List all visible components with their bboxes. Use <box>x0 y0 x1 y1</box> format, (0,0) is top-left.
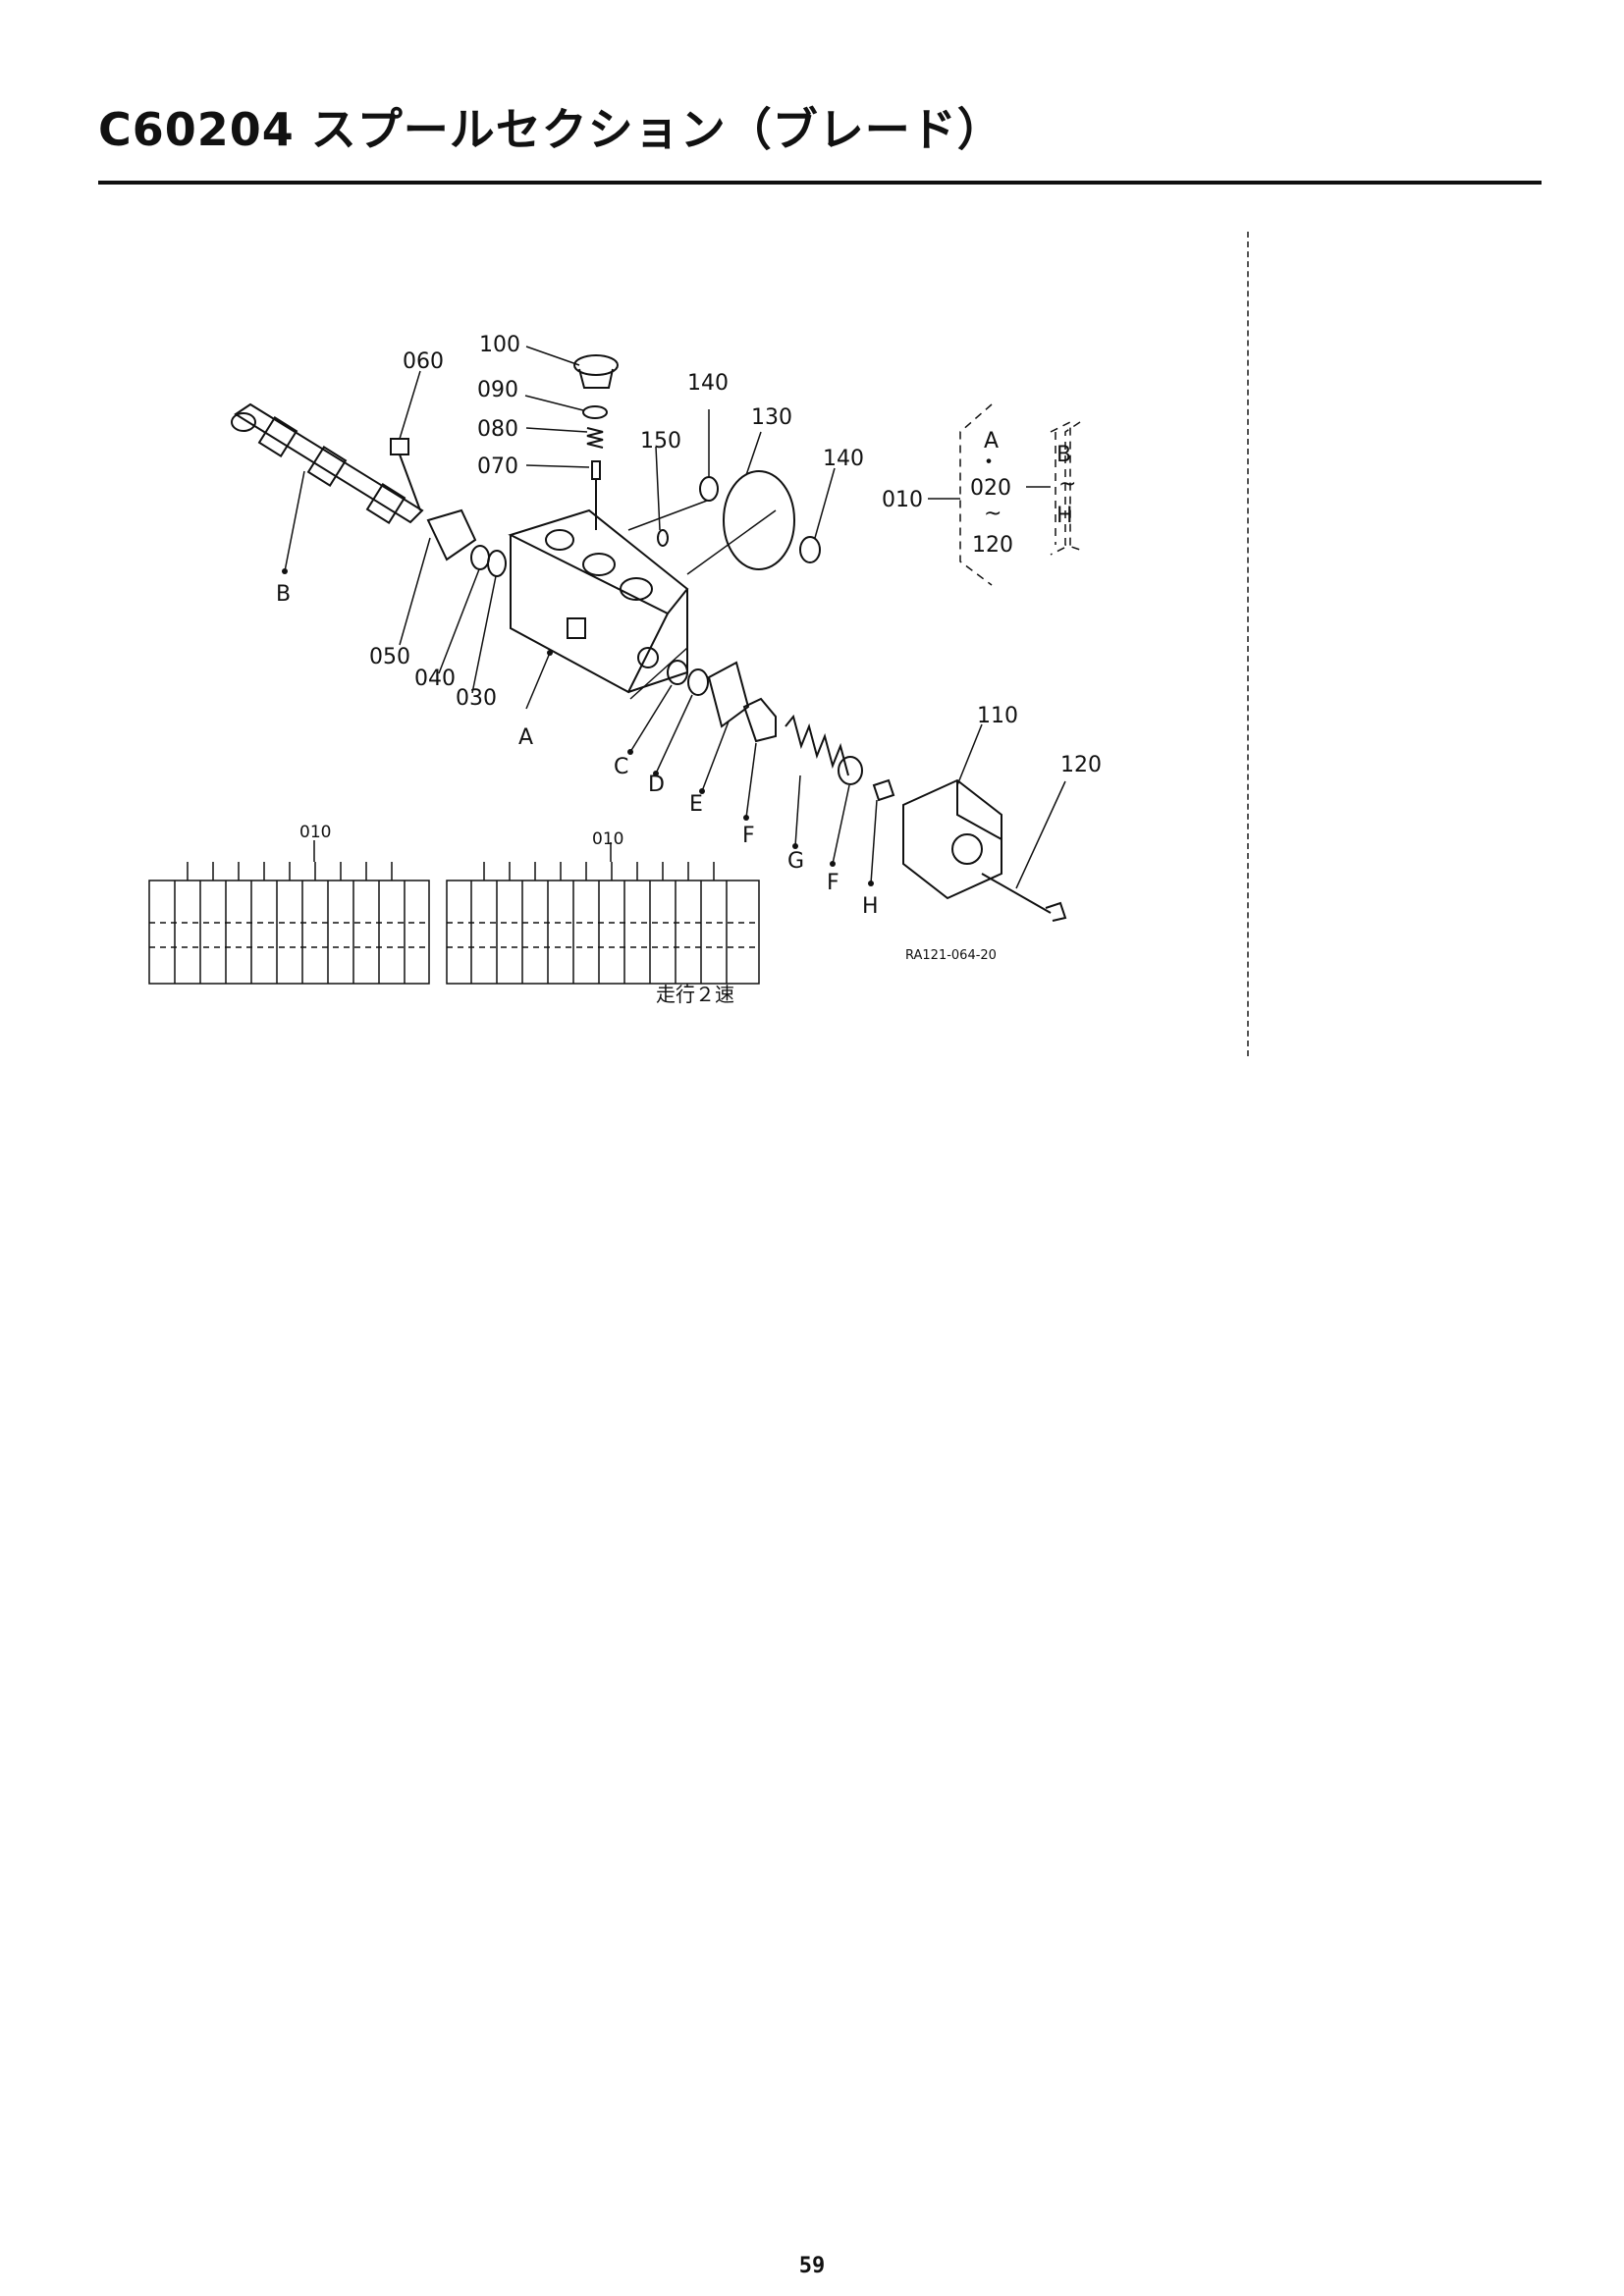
page-title: C60204 スプールセクション（ブレード） <box>98 103 1003 156</box>
legend-B: B <box>1056 443 1071 467</box>
legend-020: 020 <box>970 476 1011 501</box>
section-legend: 010 A ・ 020 ~ 120 B ~ H <box>882 403 1081 586</box>
callout-F1: F <box>742 824 755 848</box>
assembly-left <box>148 840 430 985</box>
legend-120: 120 <box>972 533 1013 558</box>
oring-090 <box>582 405 608 419</box>
screw-H <box>872 778 895 802</box>
callout-H: H <box>862 894 879 919</box>
cap-F1 <box>742 697 777 743</box>
callout-080: 080 <box>477 417 518 442</box>
cover-110 <box>902 778 1002 900</box>
bolt-120 <box>981 873 1067 922</box>
callout-070: 070 <box>477 454 518 479</box>
callout-E: E <box>689 792 703 817</box>
valve-body-A <box>508 508 689 694</box>
margin-divider <box>1247 232 1249 1056</box>
assembly-right-label: 010 <box>592 829 623 849</box>
small-ball-150 <box>657 529 669 547</box>
legend-A: A <box>984 429 999 454</box>
callout-A: A <box>518 725 533 750</box>
callout-090: 090 <box>477 378 518 402</box>
retainer-F2 <box>838 756 863 785</box>
poppet-070 <box>591 460 601 530</box>
callout-040: 040 <box>414 667 456 691</box>
callout-110: 110 <box>977 704 1018 728</box>
legend-010: 010 <box>882 488 923 512</box>
callout-100: 100 <box>479 333 520 357</box>
spool-B <box>231 402 424 524</box>
assembly-left-label: 010 <box>299 823 331 842</box>
seal-C <box>667 660 688 685</box>
assembly-right <box>446 842 760 988</box>
plug-100 <box>573 354 619 389</box>
callout-140-left: 140 <box>687 371 729 396</box>
callout-060: 060 <box>403 349 444 374</box>
spring-G <box>785 714 849 776</box>
callout-D: D <box>648 773 665 797</box>
callout-G: G <box>787 849 804 874</box>
flange-050 <box>426 508 477 561</box>
oring-130 <box>723 470 795 570</box>
callout-B: B <box>276 582 291 607</box>
oring-030 <box>487 550 507 577</box>
callout-050: 050 <box>369 645 410 669</box>
assembly-right-caption: 走行２速 <box>656 983 734 1006</box>
callout-150: 150 <box>640 429 681 454</box>
legend-dot: ・ <box>978 451 1000 475</box>
callout-030: 030 <box>456 686 497 711</box>
spring-080 <box>586 427 604 449</box>
callout-F2: F <box>827 871 839 895</box>
seal-040 <box>470 545 490 570</box>
callout-C: C <box>614 755 628 779</box>
callout-140-right: 140 <box>823 447 864 471</box>
legend-tilde-1: ~ <box>984 502 1001 526</box>
title-rule <box>98 181 1542 185</box>
page-number: 59 <box>798 2254 826 2278</box>
oring-140-left <box>699 476 719 502</box>
figure-code: RA121-064-20 <box>905 948 997 963</box>
oring-140-right <box>799 536 821 563</box>
callout-130: 130 <box>751 405 792 430</box>
legend-H: H <box>1056 504 1073 528</box>
callout-120: 120 <box>1060 753 1102 777</box>
flange-E <box>707 661 750 728</box>
seal-D <box>687 668 709 696</box>
legend-tilde-2: ~ <box>1058 472 1076 497</box>
